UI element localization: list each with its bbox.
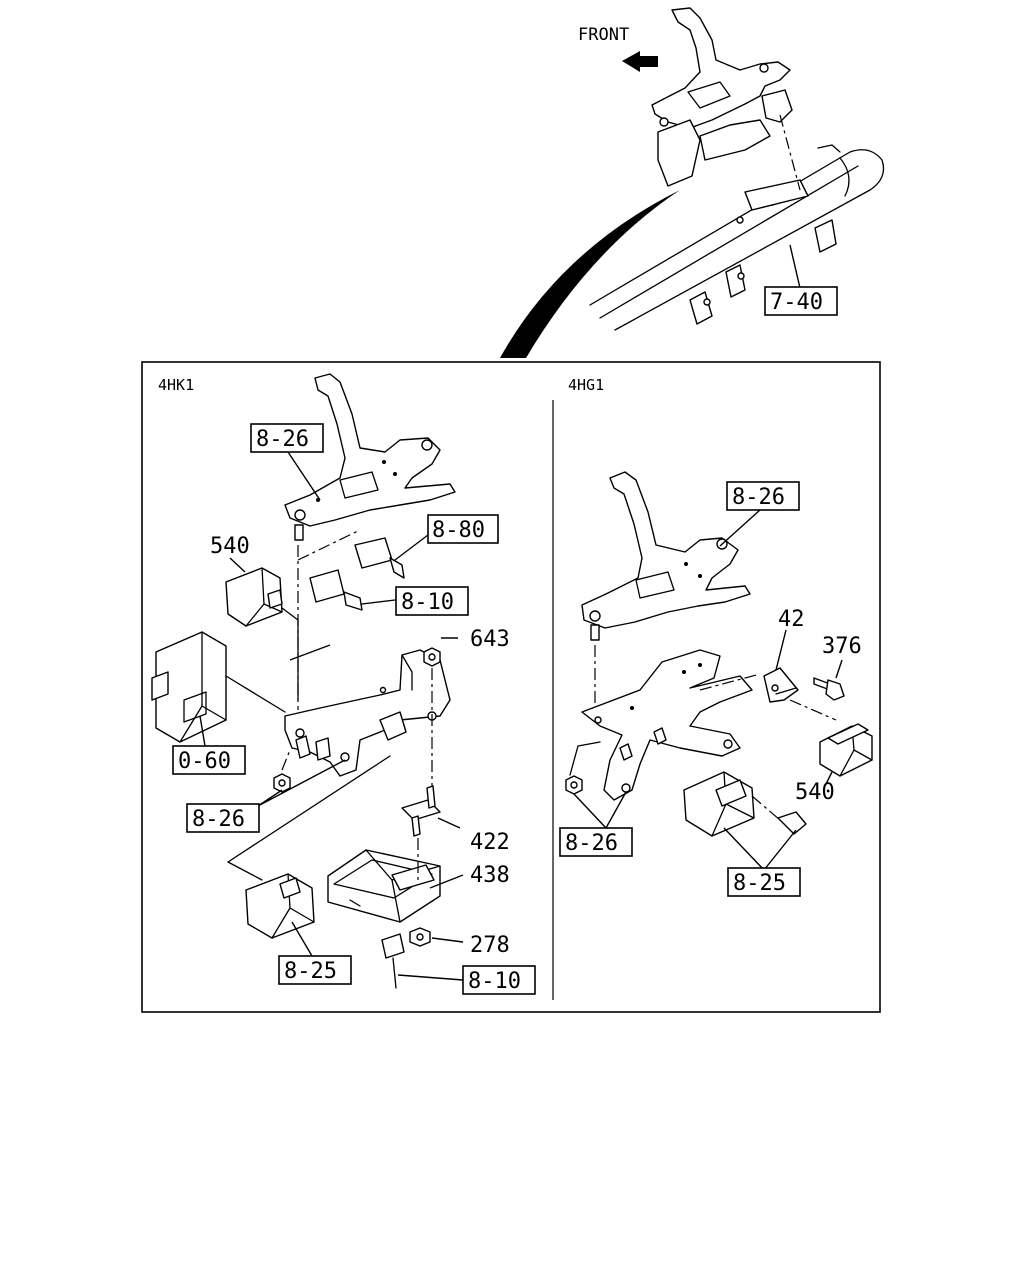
front-arrow-icon	[622, 51, 658, 72]
callout-8-25-right: 8-25	[733, 871, 786, 896]
callout-box-8-26-top	[250, 423, 324, 453]
front-label: FRONT	[578, 25, 629, 45]
section-label-4hk1: 4HK1	[158, 376, 194, 394]
callout-8-10-a: 8-10	[401, 590, 454, 615]
callout-8-80: 8-80	[432, 518, 485, 543]
callout-box-8-25-right	[727, 867, 801, 897]
section-label-4hg1: 4HG1	[568, 376, 604, 394]
callout-540-left: 540	[210, 534, 250, 559]
callout-box-8-26-right-top	[726, 481, 800, 511]
callout-box-8-10-a	[395, 586, 469, 616]
callout-376: 376	[822, 634, 862, 659]
callout-8-26-bottom: 8-26	[192, 807, 245, 832]
detail-frame	[141, 361, 881, 1013]
callout-438: 438	[470, 863, 510, 888]
callout-42: 42	[778, 607, 805, 632]
callout-box-8-26-right-bottom	[559, 827, 633, 857]
callout-0-60: 0-60	[178, 749, 231, 774]
callout-box-8-26-bottom	[186, 803, 260, 833]
callout-box-8-80	[427, 514, 499, 544]
right-assembly-4hg1	[565, 471, 873, 871]
overview-assembly: FRONT 7-40	[500, 7, 885, 358]
callout-box-8-10-b	[462, 965, 536, 995]
callout-8-10-b: 8-10	[468, 969, 521, 994]
callout-643: 643	[470, 627, 510, 652]
transition-arc	[500, 190, 680, 358]
callout-8-26-right-bottom: 8-26	[565, 831, 618, 856]
left-assembly-4hk1: 643	[151, 373, 510, 989]
callout-box-0-60	[172, 745, 246, 775]
callout-8-26-right-top: 8-26	[732, 485, 785, 510]
callout-box-8-25-left	[278, 955, 352, 985]
callout-8-25-left: 8-25	[284, 959, 337, 984]
callout-7-40: 7-40	[770, 290, 823, 315]
callout-422: 422	[470, 830, 510, 855]
callout-540-right: 540	[795, 780, 835, 805]
callout-8-26-top: 8-26	[256, 427, 309, 452]
callout-278: 278	[470, 933, 510, 958]
